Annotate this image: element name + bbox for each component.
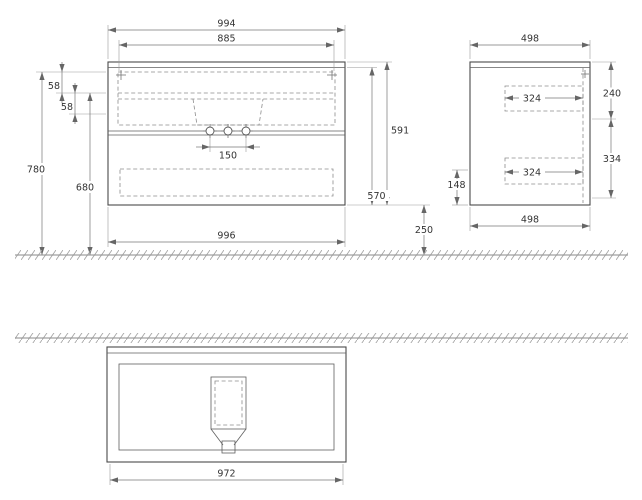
front-top-width-label: 994 (217, 19, 235, 30)
side-lower-section-label: 334 (603, 154, 621, 165)
side-lower-drawer-depth-label: 324 (523, 168, 541, 179)
side-view: 498 240 334 324 324 148 498 (444, 34, 624, 231)
floor-hatch-line (15, 250, 628, 260)
side-mounting-cross (581, 70, 589, 78)
front-underside-height-label: 680 (76, 183, 94, 194)
plan-view: 972 (106, 346, 347, 485)
front-floor-clearance-label: 250 (415, 225, 433, 236)
front-cabinet-height-label: 591 (391, 126, 409, 137)
side-upper-drawer-depth-label: 324 (523, 94, 541, 105)
plan-drain (221, 440, 236, 454)
plan-cabinet-outline (106, 346, 347, 463)
front-view: 994 885 58 58 780 680 591 570 250 150 99… (24, 19, 436, 255)
front-offset-b-label: 58 (61, 102, 73, 113)
front-dimensions: 994 885 58 58 780 680 591 570 250 150 99… (24, 19, 436, 255)
plan-cabinet-width-label: 972 (217, 469, 235, 480)
side-cabinet-outline (469, 61, 591, 206)
front-bottom-width-label: 996 (217, 231, 235, 242)
side-bottom-depth-label: 498 (521, 215, 539, 226)
plan-dimensions: 972 (109, 464, 344, 485)
side-hidden-detail-lines (504, 68, 584, 203)
front-total-height-label: 780 (27, 165, 45, 176)
tap-hole-markers (203, 124, 253, 138)
front-basin-width-label: 885 (217, 34, 235, 45)
side-top-depth-label: 498 (521, 34, 539, 45)
front-hidden-detail-lines (117, 71, 336, 197)
wall-hatch-line (15, 333, 628, 343)
side-upper-section-label: 240 (603, 89, 621, 100)
front-tap-spacing-label: 150 (219, 151, 237, 162)
front-offset-a-label: 58 (48, 81, 60, 92)
mounting-point-crosses (116, 70, 337, 80)
side-dimensions: 498 240 334 324 324 148 498 (444, 34, 624, 231)
front-front-height-label: 570 (367, 191, 385, 202)
side-recess-height-label: 148 (447, 180, 465, 191)
plan-basin (210, 376, 247, 454)
